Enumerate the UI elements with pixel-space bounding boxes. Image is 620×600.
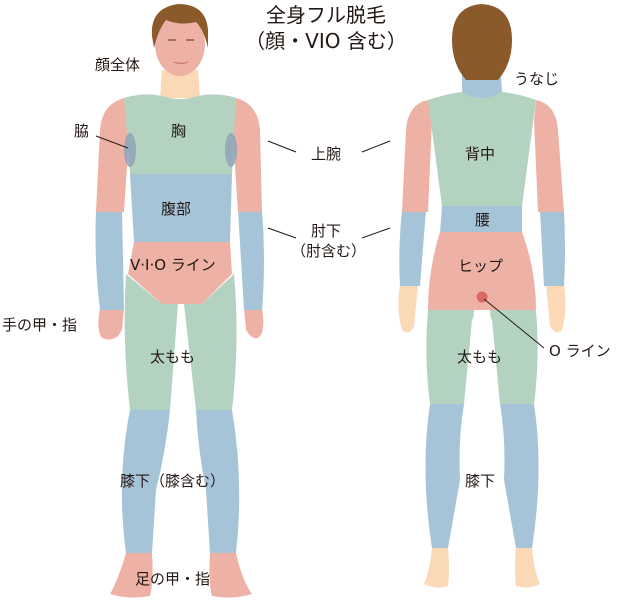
front-right-forearm bbox=[238, 210, 264, 310]
label-hip: ヒップ bbox=[458, 257, 504, 275]
label-nape: うなじ bbox=[514, 70, 560, 88]
front-right-armpit bbox=[225, 133, 237, 167]
label-front-lower-leg: 膝下（膝含む） bbox=[120, 472, 226, 490]
front-left-foot bbox=[110, 553, 153, 598]
front-chest-zone bbox=[124, 94, 236, 174]
front-right-lower-leg bbox=[196, 410, 240, 553]
forearm-leader-right bbox=[361, 227, 391, 239]
front-abdomen-zone bbox=[130, 174, 232, 242]
back-hip-zone bbox=[428, 232, 536, 310]
front-hair bbox=[151, 4, 208, 48]
front-right-foot bbox=[209, 553, 252, 598]
back-waist-zone bbox=[440, 206, 522, 232]
front-right-hand bbox=[244, 308, 264, 339]
back-hair bbox=[452, 4, 512, 80]
title-line-2: （顔・VIO 含む） bbox=[245, 29, 407, 53]
o-line-leader-line bbox=[483, 298, 545, 349]
leader-lines bbox=[95, 135, 545, 349]
front-left-lower-leg bbox=[121, 410, 170, 553]
diagram-title: 全身フル脱毛 （顔・VIO 含む） bbox=[226, 2, 426, 54]
back-left-foot bbox=[424, 548, 449, 588]
armpit-leader-line bbox=[95, 135, 129, 149]
label-o-line: O ライン bbox=[549, 342, 611, 360]
label-front-thigh: 太もも bbox=[150, 348, 196, 366]
label-back-lower-leg: 膝下 bbox=[465, 472, 496, 490]
label-back-thigh: 太もも bbox=[457, 348, 503, 366]
title-line-1: 全身フル脱毛 bbox=[266, 3, 386, 27]
back-left-upper-arm bbox=[402, 100, 432, 212]
back-figure bbox=[398, 4, 566, 588]
upper-arm-leader-right bbox=[361, 140, 391, 153]
label-back: 背中 bbox=[465, 145, 496, 163]
front-left-armpit bbox=[124, 133, 136, 167]
back-right-upper-arm bbox=[534, 100, 564, 212]
back-left-forearm bbox=[399, 210, 426, 286]
back-left-lower-leg bbox=[425, 404, 464, 548]
front-mouth bbox=[173, 61, 189, 65]
back-left-hand bbox=[398, 284, 418, 333]
label-vio: V·I·O ライン bbox=[130, 256, 216, 274]
label-abdomen: 腹部 bbox=[161, 200, 192, 218]
back-left-thigh bbox=[426, 310, 474, 404]
label-waist: 腰 bbox=[475, 211, 491, 229]
label-foot: 足の甲・指 bbox=[135, 570, 211, 588]
label-hand: 手の甲・指 bbox=[2, 316, 78, 334]
back-right-hand bbox=[546, 284, 566, 333]
back-right-foot bbox=[515, 548, 540, 588]
label-forearm-note: （肘含む） bbox=[291, 242, 367, 260]
forearm-leader-left bbox=[267, 227, 297, 239]
label-upper-arm: 上腕 bbox=[311, 145, 342, 163]
back-right-lower-leg bbox=[500, 404, 539, 548]
front-face bbox=[155, 12, 205, 76]
label-forearm: 肘下 bbox=[311, 222, 342, 240]
front-left-upper-arm bbox=[96, 98, 130, 212]
front-figure bbox=[95, 4, 264, 598]
back-right-forearm bbox=[540, 210, 565, 286]
back-upper-zone bbox=[428, 92, 536, 206]
label-armpit: 脇 bbox=[74, 122, 90, 140]
front-vio-zone bbox=[128, 242, 232, 304]
front-left-forearm bbox=[95, 210, 124, 310]
front-left-thigh bbox=[124, 274, 178, 410]
label-chest: 胸 bbox=[171, 122, 187, 140]
front-right-thigh bbox=[184, 274, 237, 410]
front-right-upper-arm bbox=[232, 98, 262, 212]
front-left-hand bbox=[98, 308, 124, 340]
front-neck bbox=[160, 70, 200, 98]
upper-arm-leader-left bbox=[267, 140, 297, 153]
label-face: 顔全体 bbox=[95, 56, 141, 74]
